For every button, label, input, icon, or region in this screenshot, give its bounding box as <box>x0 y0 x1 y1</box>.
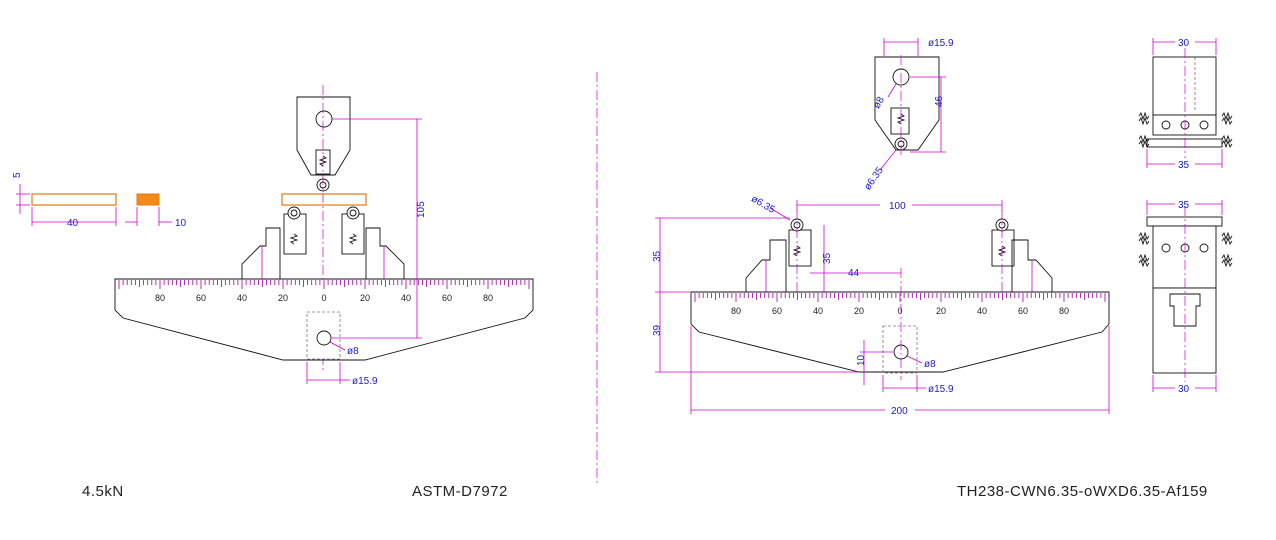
left-pin-dia: ø8 <box>347 346 359 357</box>
right-pin-offset-dim: 10 <box>856 354 867 366</box>
top-fixture-width-dim: ø15.9 <box>928 38 954 49</box>
specimen-length-dim: 40 <box>67 218 79 229</box>
right-pin-dia: ø8 <box>924 359 936 370</box>
right-ruler-label-3: 20 <box>854 306 864 316</box>
top-fixture-roller-dim: ø6.35 <box>862 165 886 193</box>
right-base-beam <box>690 291 1110 373</box>
right-ruler-label-2: 40 <box>813 306 823 316</box>
right-ruler-label-7: 60 <box>1018 306 1028 316</box>
left-support-left <box>241 227 281 279</box>
left-ruler-label-7: 60 <box>442 293 452 303</box>
top-fixture-height-dim: 46 <box>934 95 945 107</box>
right-span-dim: 100 <box>889 201 906 212</box>
side-bottom-roller-dim: 35 <box>1178 200 1190 211</box>
right-base-height-dim: 39 <box>652 324 663 336</box>
left-ruler-label-2: 40 <box>237 293 247 303</box>
left-base-beam <box>114 278 534 361</box>
side-view-top: 30 35 <box>1138 38 1233 171</box>
right-roller-height-dim: 35 <box>652 250 663 262</box>
right-support-right <box>1011 239 1053 292</box>
standard-label: ASTM-D7972 <box>412 483 508 500</box>
right-ruler-label-0: 80 <box>731 306 741 316</box>
side-bottom-width-dim: 30 <box>1178 384 1190 395</box>
load-label: 4.5kN <box>82 483 124 500</box>
left-ruler-label-0: 80 <box>155 293 165 303</box>
right-length-dim: 200 <box>891 406 908 417</box>
left-ruler-label-1: 60 <box>196 293 206 303</box>
left-ruler-label-5: 20 <box>360 293 370 303</box>
left-specimen <box>281 193 367 206</box>
left-pin-hole <box>316 330 332 346</box>
left-ruler-label-6: 40 <box>401 293 411 303</box>
side-view-bottom: 35 30 <box>1138 200 1233 395</box>
right-support-height-dim: 35 <box>822 252 833 264</box>
right-ruler-label-5: 20 <box>936 306 946 316</box>
left-assembly: 80 60 40 20 0 20 40 60 80 105 ø8 ø15.9 <box>114 85 534 387</box>
left-support-right <box>365 227 405 279</box>
left-boss-dia: ø15.9 <box>352 376 378 387</box>
left-ruler-label-3: 20 <box>278 293 288 303</box>
side-top-width-dim: 30 <box>1178 38 1190 49</box>
right-offset-dim: 44 <box>848 268 860 279</box>
right-boss-dia: ø15.9 <box>928 384 954 395</box>
right-roller-dia: ø6.35 <box>749 194 777 217</box>
right-ruler-label-8: 80 <box>1059 306 1069 316</box>
left-ruler: 80 60 40 20 0 20 40 60 80 <box>118 280 530 303</box>
right-ruler-label-6: 40 <box>977 306 987 316</box>
specimen-sketch: 5 40 10 <box>12 172 187 229</box>
top-fixture-hole-dim: ø8 <box>872 95 888 111</box>
right-ruler-label-1: 60 <box>772 306 782 316</box>
specimen-width-dim: 10 <box>175 218 187 229</box>
left-ruler-label-8: 80 <box>483 293 493 303</box>
part-number-label: TH238-CWN6.35-oWXD6.35-Af159 <box>957 483 1208 500</box>
right-ruler: 80 60 40 20 0 20 40 60 80 <box>694 293 1106 316</box>
left-ruler-label-4: 0 <box>321 293 326 303</box>
right-ruler-label-4: 0 <box>897 306 902 316</box>
specimen-side <box>31 193 117 206</box>
left-loading-plunger <box>296 96 351 176</box>
specimen-end <box>136 193 160 206</box>
specimen-thickness-dim: 5 <box>12 172 23 178</box>
right-support-left <box>745 239 787 292</box>
top-fixture: ø15.9 46 ø8 ø6.35 <box>862 38 954 193</box>
left-height-dim: 105 <box>416 201 427 218</box>
side-top-roller-dim: 35 <box>1178 160 1190 171</box>
